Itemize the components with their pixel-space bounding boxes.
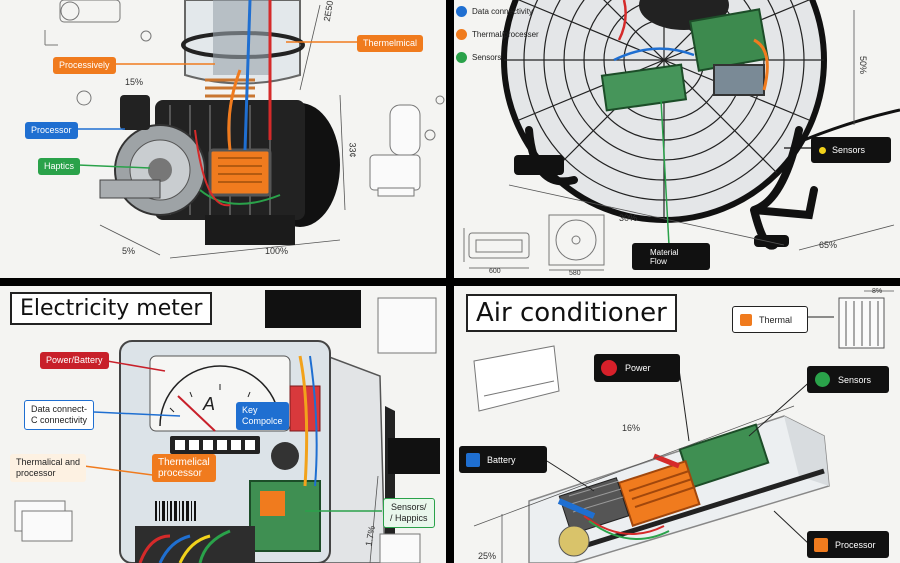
dimension-30pct: 30% [619,213,638,223]
sensors-callout: Sensors [811,137,891,163]
dimension-8pct: 8% [872,288,883,295]
processor-square-icon [814,537,828,552]
battery-callout: Battery [459,446,547,473]
dial-letter: A [203,394,216,414]
legend-label: Sensors [472,53,502,62]
thermalical-line1: Thermalical and [16,457,81,467]
legend-item-sensors: Sensors [456,46,539,69]
motor-illustration [44,0,445,259]
legend-item-thermal: Thermal/processer [456,23,539,46]
key-line1: Key [242,405,258,415]
fan-illustration [463,0,900,271]
ac-panel: Air conditioner Thermal Power Sensors Ba… [454,286,900,563]
thermalical-line2: processor [16,468,56,478]
thermelmical-label: Thermelmical [357,35,424,52]
power-callout: Power [594,354,680,382]
power-label: Power [625,363,651,373]
processor-callout: Processor [807,531,889,558]
sensors-line1: Sensors/ [391,502,427,512]
power-battery-label: Power/Battery [40,352,109,369]
yellow-dot-icon [819,146,826,154]
data-connectivity-label: Data connect- C connectivity [24,400,95,430]
dimension-65pct: 65% [819,240,838,250]
dimension-33: 33¢ [347,142,358,158]
key-line2: Compolce [242,416,283,426]
dimension-25pct: 25% [478,551,497,561]
dimension-100pct: 100% [265,246,289,256]
dimension-580: 580 [569,270,581,277]
material-flow-line2: Flow [650,256,667,266]
processor-label: Processor [835,539,876,550]
thermal-callout: Thermal [732,306,808,333]
key-component-label: Key Compolce [236,402,289,430]
dimension-50pct: 50% [858,55,869,75]
blue-dot-icon [456,6,467,17]
redacted-box-side [388,438,440,474]
dimension-5pct: 5% [122,246,136,256]
processor-label: Processor [25,122,78,139]
material-flow-line1: Material [650,247,679,257]
meter-illustration [14,297,437,563]
battery-square-icon [466,452,480,467]
fan-legend: Data connectivity Thermal/processer Sens… [456,0,539,69]
processively-label: Processively [53,57,116,74]
material-flow-callout: Material Flow [632,243,710,270]
sensors-haptics-label: Sensors/ / Happics [383,498,435,528]
legend-label: Data connectivity [472,7,533,16]
thermal-label: Thermal [759,314,793,325]
legend-label: Thermal/processer [472,30,539,39]
dimension-15pct: 15% [125,77,144,87]
sensors-callout: Sensors [807,366,889,393]
ac-title: Air conditioner [466,294,677,332]
ac-illustration [473,290,894,563]
fan-panel: Data connectivity Thermal/processer Sens… [454,0,900,278]
motor-panel: Processively Processor Haptics Thermelmi… [0,0,446,278]
thermal-square-icon [740,313,752,326]
sensors-callout-label: Sensors [832,145,866,155]
dimension-16pct: 16% [622,423,641,433]
thermalical-processor-label: Thermalical and processor [10,454,87,482]
sensors-dot-icon [815,372,830,387]
thermelical-line2: processor [158,468,202,479]
meter-panel: Electricity meter Power/Battery Data con… [0,286,446,563]
green-dot-icon [456,52,467,63]
orange-dot-icon [456,29,467,40]
battery-label: Battery [487,454,516,465]
data-connectivity-line1: Data connect- [31,404,88,414]
dimension-600: 600 [489,268,501,275]
haptics-label: Haptics [38,158,81,175]
meter-title: Electricity meter [10,292,213,325]
sensors-line2: / Happics [390,513,428,523]
sensors-label: Sensors [838,374,872,385]
thermelical-line1: Thermelical [158,457,210,468]
thermelical-processor-label: Thermelical processor [152,454,216,482]
data-connectivity-line2: C connectivity [31,415,88,425]
redacted-box-top [265,290,361,328]
legend-item-data-connectivity: Data connectivity [456,0,539,23]
power-dot-icon [601,360,617,376]
